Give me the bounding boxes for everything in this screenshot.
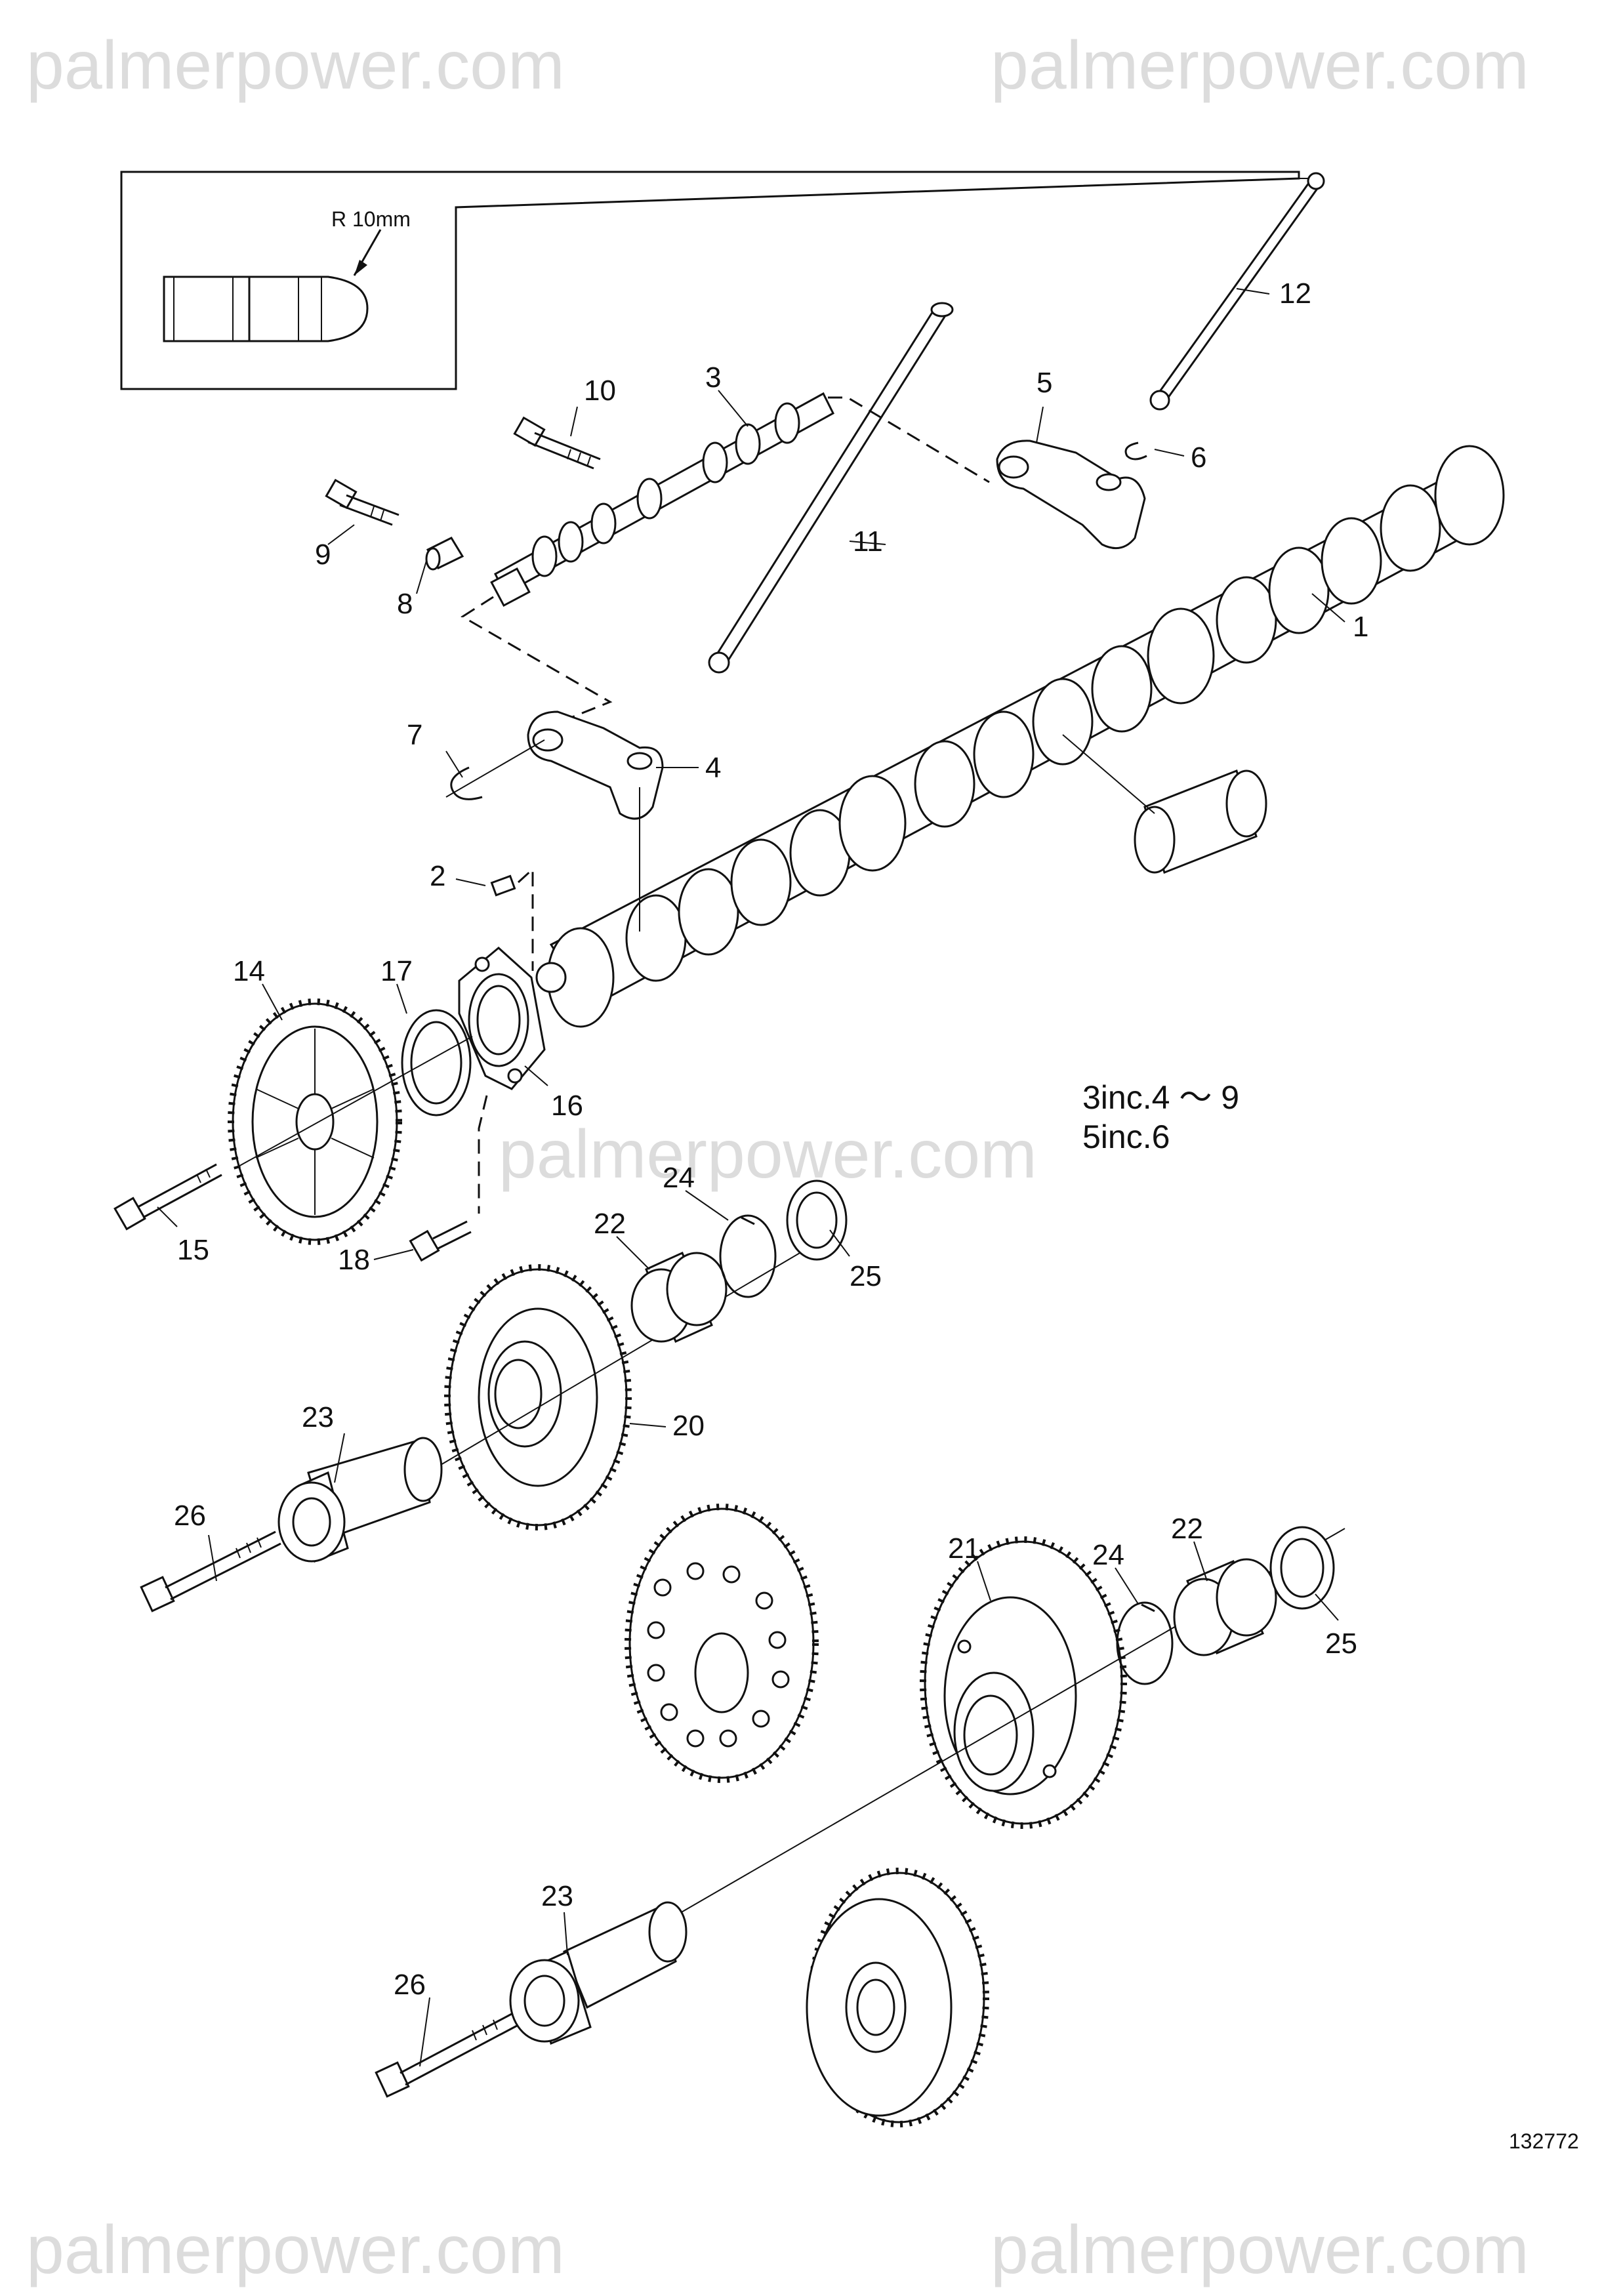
callout-16: 16 (551, 1090, 583, 1122)
watermark-bottom-left: palmerpower.com (26, 2212, 565, 2288)
watermark-top-left: palmerpower.com (26, 28, 565, 104)
callout-20: 20 (672, 1410, 705, 1442)
bolt-15 (113, 1163, 222, 1231)
camshaft-gear-14 (228, 998, 402, 1245)
callout-24-lower: 24 (1092, 1539, 1124, 1571)
detail-radius-label: R 10mm (331, 207, 411, 231)
callout-4: 4 (705, 752, 721, 784)
circlip-6 (1124, 441, 1147, 461)
callout-18: 18 (338, 1244, 370, 1276)
circlip-24-lower (1116, 1601, 1174, 1685)
seal-25-lower (1269, 1526, 1335, 1610)
watermark-center: palmerpower.com (499, 1117, 1037, 1193)
callout-10: 10 (584, 375, 616, 407)
callout-7: 7 (407, 719, 422, 751)
rocker-arm-5 (996, 440, 1146, 550)
callout-8: 8 (397, 588, 413, 620)
figure-number: 132772 (1509, 2129, 1579, 2153)
drive-gear-lower (806, 1868, 989, 2127)
callout-21: 21 (948, 1532, 980, 1565)
callout-12: 12 (1279, 277, 1311, 310)
drive-gear-with-holes (625, 1504, 819, 1783)
callout-2: 2 (430, 860, 445, 892)
callout-23-upper: 23 (302, 1401, 334, 1433)
watermark-top-right: palmerpower.com (991, 28, 1529, 104)
bearing-22-upper (630, 1251, 728, 1343)
rocker-arm-4 (527, 710, 664, 820)
callout-11: 11 (853, 525, 883, 558)
bolt-18 (409, 1220, 472, 1262)
callout-17: 17 (380, 955, 413, 987)
callout-5: 5 (1036, 367, 1052, 399)
circlip-24-upper (719, 1214, 777, 1298)
pushrod-11 (708, 302, 954, 674)
seal-25-upper (786, 1179, 848, 1261)
camshaft-1 (535, 445, 1505, 1028)
detail-box: R 10mm (120, 171, 1316, 390)
bolt-26-lower (375, 2013, 518, 2098)
callout-25-lower: 25 (1325, 1628, 1357, 1660)
camshaft-bushing (1134, 769, 1267, 874)
leader-lines (157, 288, 1345, 2067)
bolt-10 (513, 416, 601, 470)
shaft-23-lower (509, 1901, 687, 2045)
callout-22-lower: 22 (1171, 1513, 1203, 1545)
callout-23-lower: 23 (541, 1880, 573, 1912)
callout-14: 14 (233, 955, 265, 987)
idler-gear-20 (444, 1264, 632, 1530)
callout-26-upper: 26 (174, 1500, 206, 1532)
callout-24-upper: 24 (663, 1162, 695, 1194)
callout-6: 6 (1191, 441, 1206, 474)
callout-26-lower: 26 (394, 1969, 426, 2001)
sleeve-8 (425, 537, 464, 571)
note-line-2: 5inc.6 (1082, 1118, 1170, 1155)
callout-15: 15 (177, 1234, 209, 1266)
rocker-shaft-3 (490, 392, 834, 607)
idler-gear-21 (920, 1536, 1127, 1829)
watermark-bottom-right: palmerpower.com (991, 2212, 1529, 2288)
callout-25-upper: 25 (850, 1260, 882, 1292)
callout-3: 3 (705, 361, 721, 394)
pin-2 (490, 874, 516, 897)
shaft-23-upper (277, 1437, 443, 1563)
pushrod-12 (1149, 172, 1325, 411)
bearing-22-lower (1173, 1558, 1277, 1656)
callout-22-upper: 22 (594, 1208, 626, 1240)
callout-1: 1 (1353, 611, 1368, 643)
note-line-1: 3inc.4 ～ 9 (1082, 1079, 1239, 1116)
shim-17 (401, 1009, 472, 1117)
circlip-7 (450, 766, 483, 800)
callout-9: 9 (315, 539, 331, 571)
thrust-flange-16 (458, 947, 546, 1090)
bolt-26-upper (140, 1530, 281, 1612)
bolt-9 (325, 478, 400, 526)
